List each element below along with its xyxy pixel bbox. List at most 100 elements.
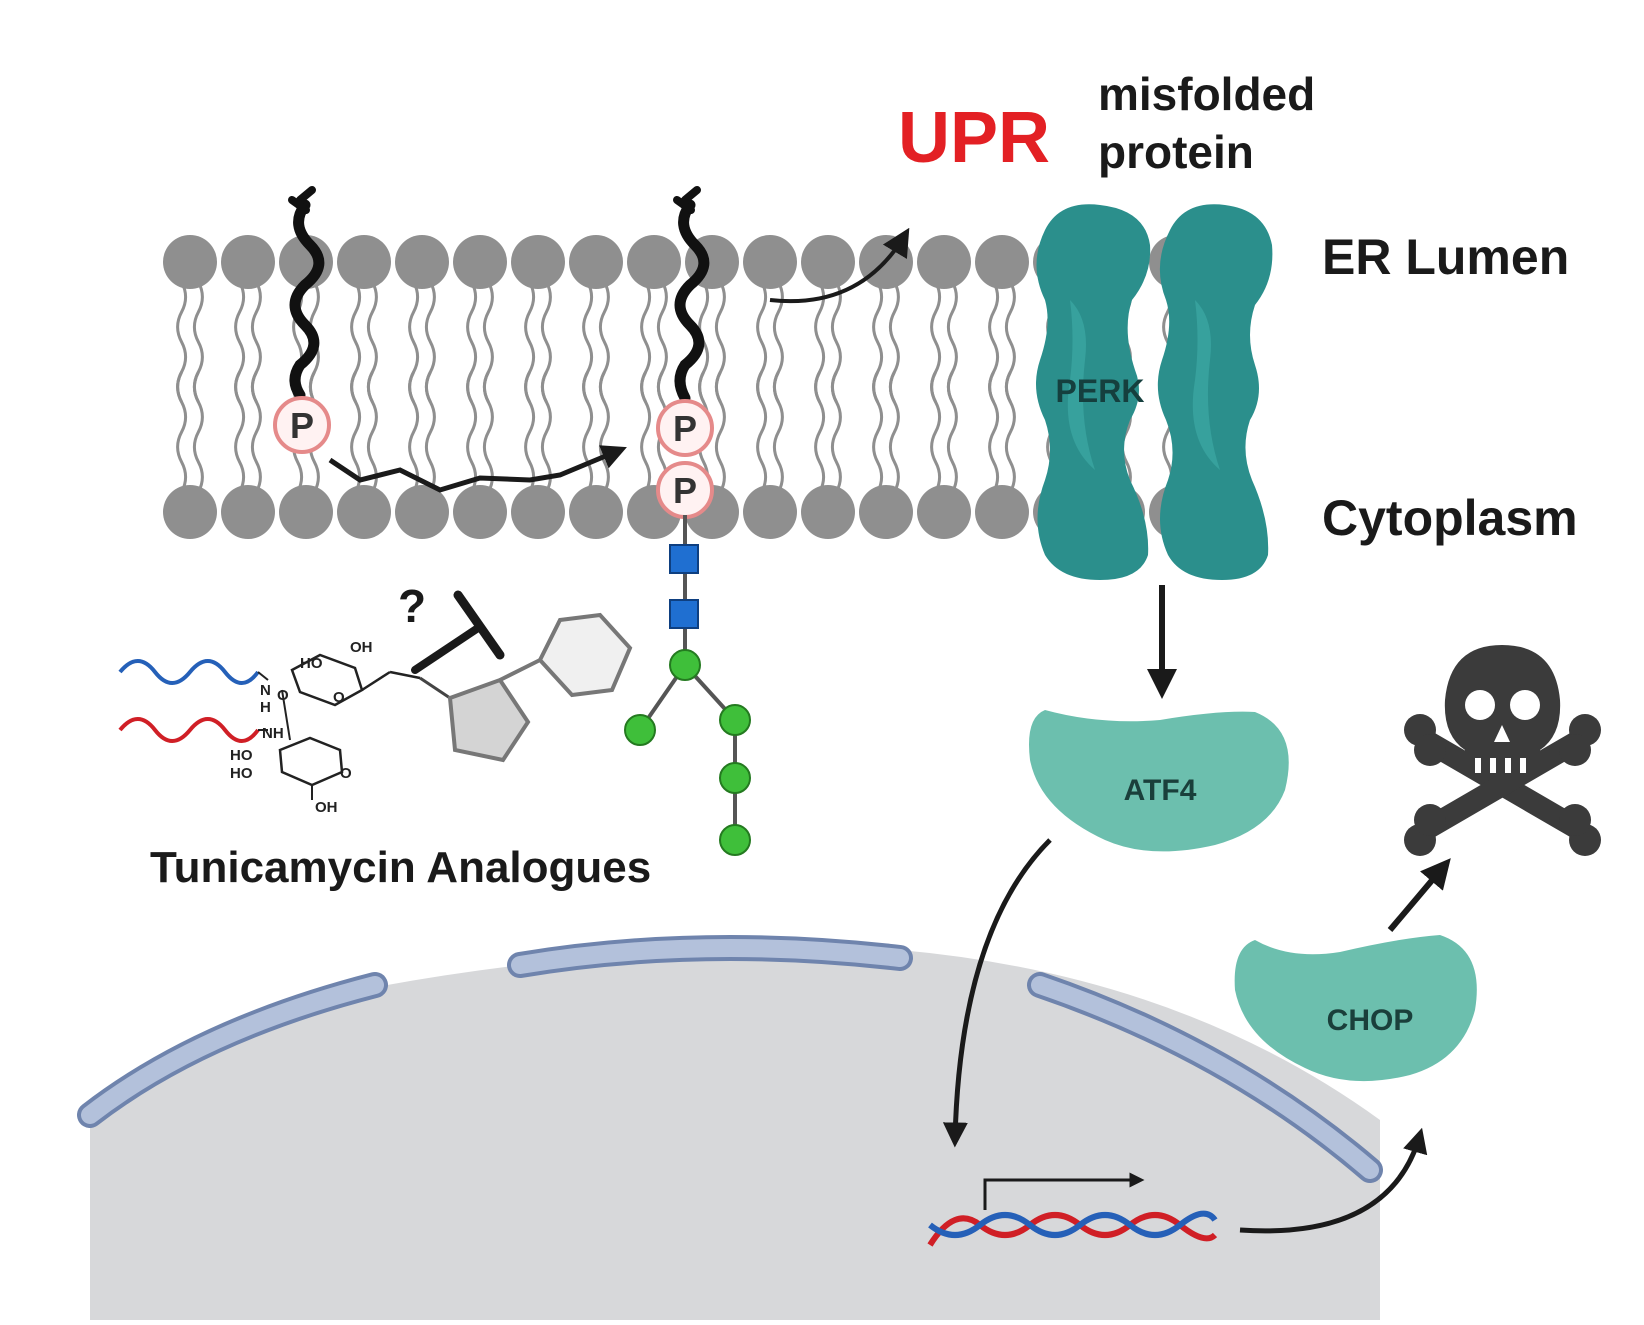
svg-text:H: H [260, 699, 271, 716]
lipid-head-top [627, 235, 681, 289]
lipid-head-bottom [163, 485, 217, 539]
synthesis-arrow [328, 445, 627, 493]
upr-trigger-arrow [769, 227, 910, 304]
lipid-head-bottom [279, 485, 333, 539]
phosphate-left-label: P [290, 405, 314, 446]
svg-text:HO: HO [300, 655, 323, 672]
question-mark: ? [398, 580, 426, 632]
lipid-tail-bottom [930, 371, 942, 493]
svg-text:P: P [673, 408, 697, 449]
chop-label: CHOP [1327, 1004, 1414, 1037]
lipid-tail-bottom [714, 371, 726, 493]
lipid-head-top [453, 235, 507, 289]
lipid-head-bottom [395, 485, 449, 539]
atf4-label: ATF4 [1124, 774, 1197, 807]
lipid-tail-bottom [772, 371, 784, 493]
er-lumen-label: ER Lumen [1322, 229, 1569, 285]
lipid-tail-bottom [640, 371, 652, 493]
lipid-tail-bottom [830, 371, 842, 493]
svg-text:P: P [673, 470, 697, 511]
svg-text:NH: NH [262, 725, 284, 742]
tunicamycin-structure: HO OH N H O O NH HO HO O OH [118, 612, 633, 816]
lipid-head-top [975, 235, 1029, 289]
lipid-head-top [743, 235, 797, 289]
lipid-tail-bottom [408, 371, 420, 493]
lipid-tail-bottom [888, 371, 900, 493]
lipid-tail-bottom [176, 371, 188, 493]
misfolded-label-line1: misfolded [1098, 68, 1315, 120]
perk-label: PERK [1056, 373, 1145, 409]
mannose-2 [624, 714, 656, 746]
lipid-tail-bottom [1004, 371, 1016, 493]
svg-text:O: O [277, 687, 289, 704]
lipid-head-bottom [801, 485, 855, 539]
perk-monomer-right [1157, 204, 1273, 580]
upr-label: UPR [898, 98, 1050, 178]
misfolded-label-line2: protein [1098, 126, 1254, 178]
lipid-head-bottom [453, 485, 507, 539]
skull-crossbones-icon [1404, 645, 1601, 856]
dolichol-lipid-left: P [273, 186, 331, 454]
lipid-tail-bottom [234, 371, 246, 493]
lipid-head-top [569, 235, 623, 289]
lipid-tail-bottom [366, 371, 378, 493]
lipid-tail-bottom [250, 371, 262, 493]
mannose-3 [719, 704, 751, 736]
mannose-1 [669, 649, 701, 681]
svg-text:O: O [340, 765, 352, 782]
lipid-head-bottom [859, 485, 913, 539]
svg-text:HO: HO [230, 747, 253, 764]
lipid-tail-bottom [756, 371, 768, 493]
lipid-tail-bottom [598, 371, 610, 493]
lipid-head-top [511, 235, 565, 289]
lipid-head-top [801, 235, 855, 289]
lipid-head-top [221, 235, 275, 289]
svg-text:O: O [333, 689, 345, 706]
atf4-protein: ATF4 [1029, 710, 1289, 852]
lipid-tail-bottom [350, 371, 362, 493]
mannose-5 [719, 824, 751, 856]
dna-to-chop-arrow [1239, 1127, 1428, 1234]
atf4-to-dna-arrow [942, 838, 1052, 1148]
lipid-head-bottom [569, 485, 623, 539]
lipid-head-bottom [975, 485, 1029, 539]
lipid-head-bottom [221, 485, 275, 539]
lipid-tail-bottom [988, 371, 1000, 493]
lipid-head-bottom [337, 485, 391, 539]
perk-monomer-left [1036, 204, 1151, 580]
dna-helix [927, 1172, 1218, 1247]
cyclohexane-ring [537, 612, 633, 698]
lipid-head-top [917, 235, 971, 289]
lipid-tail-bottom [946, 371, 958, 493]
tunicamycin-label: Tunicamycin Analogues [150, 843, 651, 892]
svg-text:OH: OH [315, 799, 338, 816]
lipid-tail-bottom [872, 371, 884, 493]
dolichol-lipid-right: P P [656, 186, 714, 519]
cyclopentane-ring [447, 677, 531, 763]
nucleus [77, 935, 1383, 1320]
lipid-head-top [163, 235, 217, 289]
lipid-tail-bottom [482, 371, 494, 493]
lipid-tail-bottom [466, 371, 478, 493]
svg-text:OH: OH [350, 639, 373, 656]
lipid-tail-bottom [814, 371, 826, 493]
phosphate-left [273, 396, 331, 454]
glycan-tree [624, 515, 751, 856]
svg-text:N: N [260, 682, 271, 699]
glcnac-2 [669, 599, 699, 629]
lipid-tail-bottom [424, 371, 436, 493]
inhibition-t-bar-icon [411, 590, 505, 674]
perk-dimer: PERK [1036, 204, 1273, 580]
cytoplasm-label: Cytoplasm [1322, 490, 1578, 546]
transcription-start-arrow [983, 1172, 1145, 1210]
lipid-head-bottom [743, 485, 797, 539]
lipid-tail-bottom [540, 371, 552, 493]
lipid-head-bottom [511, 485, 565, 539]
lipid-tail-bottom [524, 371, 536, 493]
chop-protein: CHOP [1234, 935, 1477, 1082]
svg-text:HO: HO [230, 765, 253, 782]
lipid-tail-bottom [192, 371, 204, 493]
lipid-head-top [337, 235, 391, 289]
